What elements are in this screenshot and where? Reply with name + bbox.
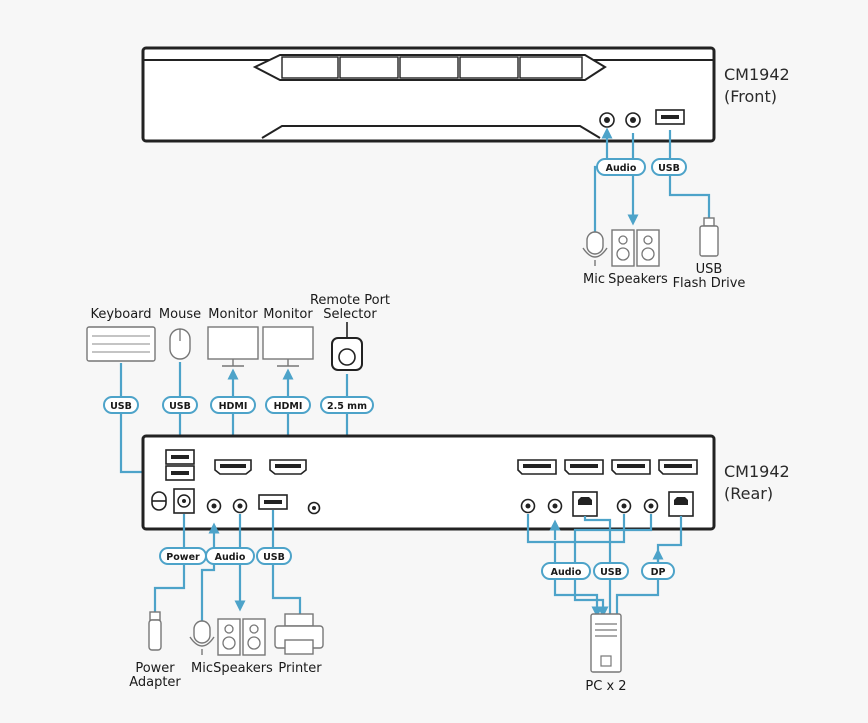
front-mic-label: Mic bbox=[583, 272, 605, 287]
remote-2-5mm-tag bbox=[320, 396, 374, 414]
svg-text:Audio: Audio bbox=[215, 552, 246, 563]
front-bezel bbox=[252, 54, 607, 81]
hdmi2-tag bbox=[265, 396, 311, 414]
keyboard-usb-tag bbox=[103, 396, 139, 414]
svg-text:USB: USB bbox=[658, 163, 680, 174]
svg-text:Audio: Audio bbox=[606, 163, 637, 174]
svg-text:USB: USB bbox=[600, 567, 622, 578]
rear-chassis bbox=[141, 434, 716, 531]
front-view-label: (Front) bbox=[724, 87, 777, 106]
rear-mic-icon bbox=[189, 620, 215, 655]
speakers-icon bbox=[611, 229, 660, 267]
rear-speakers-label: Speakers bbox=[213, 661, 273, 676]
remote-label-2: Selector bbox=[323, 307, 377, 322]
monitor2-label: Monitor bbox=[263, 307, 313, 322]
front-usb-tag bbox=[651, 158, 687, 176]
usb-drive-label-2: Flash Drive bbox=[673, 276, 746, 291]
monitor1-icon bbox=[207, 326, 259, 367]
pc-tower-icon bbox=[590, 613, 622, 673]
mouse-usb-tag bbox=[162, 396, 198, 414]
rear-usb-tag bbox=[256, 547, 292, 565]
svg-text:HDMI: HDMI bbox=[219, 401, 248, 412]
svg-text:USB: USB bbox=[263, 552, 285, 563]
power-adapter-icon bbox=[148, 611, 162, 651]
front-audio-tag bbox=[596, 158, 646, 176]
remote-label-1: Remote Port bbox=[310, 293, 390, 308]
svg-text:Audio: Audio bbox=[551, 567, 582, 578]
rear-mic-label: Mic bbox=[191, 661, 213, 676]
pc-audio-tag bbox=[541, 562, 591, 580]
power-label-1: Power bbox=[135, 661, 175, 676]
hdmi1-tag bbox=[210, 396, 256, 414]
pc-label: PC x 2 bbox=[585, 679, 626, 694]
front-speakers-label: Speakers bbox=[608, 272, 668, 287]
front-model-label: CM1942 bbox=[724, 65, 790, 84]
usb-drive-icon bbox=[699, 217, 719, 257]
svg-text:DP: DP bbox=[651, 567, 666, 578]
pc-usb-tag bbox=[593, 562, 629, 580]
keyboard-icon bbox=[86, 326, 156, 362]
svg-text:USB: USB bbox=[169, 401, 191, 412]
usb-drive-label-1: USB bbox=[696, 262, 723, 277]
rear-audio-tag bbox=[205, 547, 255, 565]
svg-text:2.5 mm: 2.5 mm bbox=[327, 401, 367, 412]
monitor1-label: Monitor bbox=[208, 307, 258, 322]
rear-view-label: (Rear) bbox=[724, 484, 773, 503]
svg-text:USB: USB bbox=[110, 401, 132, 412]
printer-label: Printer bbox=[278, 661, 322, 676]
rear-model-label: CM1942 bbox=[724, 462, 790, 481]
keyboard-label: Keyboard bbox=[90, 307, 151, 322]
svg-text:Power: Power bbox=[166, 552, 200, 563]
power-label-2: Adapter bbox=[129, 675, 181, 690]
lock-icon bbox=[151, 491, 167, 511]
rear-unit bbox=[141, 434, 716, 531]
svg-text:HDMI: HDMI bbox=[274, 401, 303, 412]
rear-speakers-icon bbox=[217, 618, 266, 656]
mouse-icon bbox=[169, 328, 191, 360]
pc-dp-tag bbox=[641, 562, 675, 580]
printer-icon bbox=[274, 613, 324, 655]
monitor2-icon bbox=[262, 326, 314, 367]
mic-icon bbox=[582, 231, 608, 266]
remote-selector-icon bbox=[331, 322, 363, 371]
mouse-label: Mouse bbox=[159, 307, 201, 322]
front-unit bbox=[141, 46, 716, 143]
